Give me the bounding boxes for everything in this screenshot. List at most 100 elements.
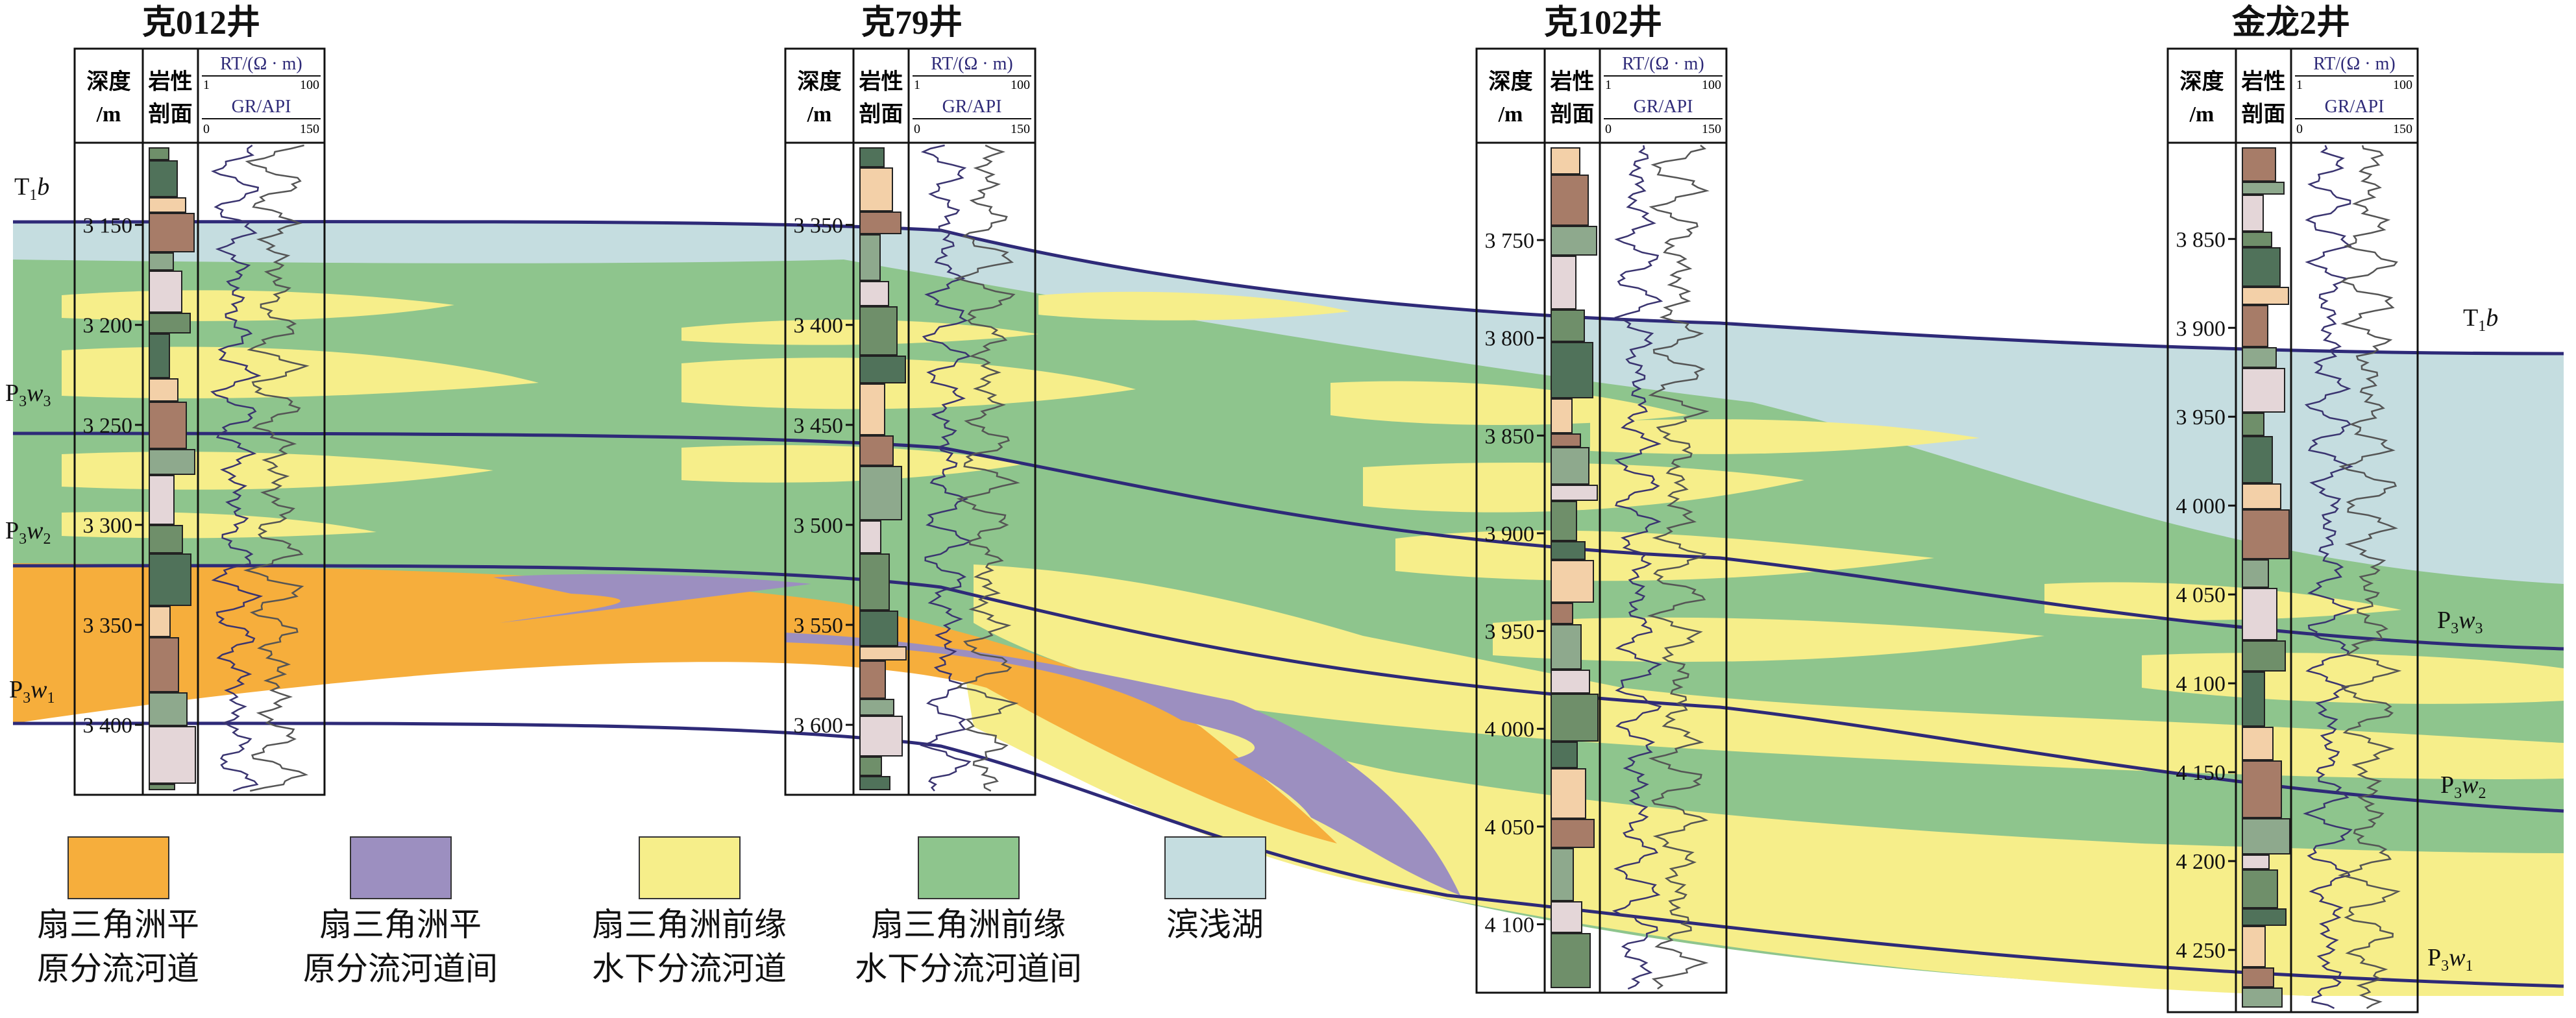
legend-label-line1: 扇三角洲平: [319, 906, 482, 943]
boundary-line-T1b: [12, 220, 2564, 356]
lithology-bed: [1551, 342, 1593, 398]
gr-scale-max: 150: [300, 122, 319, 136]
well-header-box: [1475, 47, 1728, 144]
depth-tick-label: 4 100: [2176, 672, 2226, 696]
lithology-bed: [2242, 559, 2269, 588]
lithology-bed: [859, 306, 898, 356]
header-litho-label-2: 剖面: [1551, 102, 1595, 127]
well-title: 克79井: [861, 5, 963, 42]
boundary-line-P3w2: [12, 564, 2564, 813]
gr-log-curve: [1612, 145, 1663, 990]
header-rt-label: RT/(Ω · m): [1622, 54, 1704, 74]
lithology-bed: [149, 197, 186, 213]
lithology-bed: [859, 435, 894, 466]
legend-label-line1: 扇三角洲前缘: [592, 906, 787, 943]
lithology-bed: [2242, 588, 2277, 640]
boundary-label-P3w3-right: P3w3: [2437, 607, 2483, 637]
log-column: [2290, 47, 2419, 1013]
rt-scale-max: 100: [1702, 78, 1721, 92]
depth-tick-label: 4 000: [1485, 718, 1535, 742]
rt-scale-max: 100: [300, 78, 319, 92]
lithology-bed: [149, 637, 179, 692]
lithology-bed: [1551, 447, 1589, 485]
lithology-bed: [2242, 640, 2286, 672]
depth-tick-label: 3 950: [1485, 620, 1535, 644]
depth-tick-label: 4 050: [2176, 583, 2226, 607]
legend-label-line1: 扇三角洲平: [37, 906, 199, 943]
boundary-label-P3w2-left: P3w2: [5, 517, 51, 548]
boundary-line-P3w3: [12, 431, 2564, 651]
lithology-bed: [1551, 670, 1590, 694]
lithology-bed: [2242, 287, 2289, 305]
log-column: [1599, 47, 1728, 994]
facies-purple-inter: [493, 574, 1460, 895]
depth-tick-label: 3 850: [1485, 424, 1535, 448]
header-litho-label-2: 剖面: [149, 102, 193, 127]
legend-swatch: [1164, 836, 1266, 899]
legend-swatch: [67, 836, 169, 899]
lithology-bed: [859, 660, 886, 699]
lithology-bed: [2242, 760, 2282, 818]
depth-tick-label: 3 400: [794, 314, 844, 338]
legend-swatch: [350, 836, 452, 899]
header-rt-label: RT/(Ω · m): [220, 54, 302, 74]
rt-log-curve: [953, 144, 1020, 792]
gr-scale-min: 0: [2296, 122, 2303, 136]
well-title: 金龙2井: [2231, 4, 2350, 42]
rt-scale-min: 1: [203, 78, 210, 92]
lithology-bed: [149, 333, 170, 378]
header-rt-label: RT/(Ω · m): [931, 54, 1012, 74]
depth-tick-label: 3 850: [2176, 228, 2226, 252]
boundary-label-T1b-left: T1b: [14, 173, 49, 204]
depth-tick-label: 3 550: [794, 614, 844, 638]
gr-scale-min: 0: [203, 122, 210, 136]
lithology-bed: [2242, 232, 2272, 247]
lithology-bed: [1551, 819, 1595, 848]
lithology-bed: [2242, 347, 2277, 368]
header-rt-label: RT/(Ω · m): [2313, 54, 2395, 74]
lithology-bed: [859, 356, 906, 383]
header-depth-label: 深度: [1489, 69, 1533, 94]
header-depth-label: 深度: [2180, 69, 2224, 94]
lithology-bed: [2242, 818, 2290, 854]
lithology-bed: [2242, 147, 2276, 182]
header-depth-unit: /m: [807, 103, 832, 127]
lithology-bed: [149, 402, 187, 449]
gr-scale-max: 150: [1011, 122, 1030, 136]
gr-scale-min: 0: [914, 122, 920, 136]
lithology-bed: [149, 313, 191, 333]
depth-tick-label: 3 350: [83, 614, 133, 638]
lithology-bed: [149, 726, 196, 784]
lithology-bed: [1551, 501, 1577, 541]
lithology-bed: [1551, 742, 1578, 768]
lithology-bed: [1551, 933, 1591, 988]
lithology-bed: [1551, 541, 1586, 560]
boundary-line-P3w1: [12, 721, 2564, 988]
lithology-bed: [1551, 848, 1574, 901]
rt-log-curve: [1647, 145, 1710, 990]
depth-tick-label: 4 150: [2176, 761, 2226, 785]
depth-tick-label: 3 250: [83, 414, 133, 438]
lithology-bed: [1551, 433, 1581, 447]
lithology-bed: [2242, 413, 2264, 436]
legend: 扇三角洲平原分流河道扇三角洲平原分流河道间扇三角洲前缘水下分流河道扇三角洲前缘水…: [37, 836, 1266, 987]
lithology-bed: [2242, 926, 2266, 967]
lithology-bed: [2242, 869, 2278, 908]
lithology-bed: [859, 646, 907, 660]
lithology-bed: [1551, 624, 1582, 670]
gr-log-curve: [920, 144, 973, 792]
legend-swatch: [639, 836, 741, 899]
rt-scale-min: 1: [1605, 78, 1612, 92]
header-gr-label: GR/API: [2325, 97, 2385, 117]
depth-tick-label: 3 900: [1485, 522, 1535, 546]
lithology-bed: [859, 167, 893, 212]
depth-tick-label: 3 900: [2176, 317, 2226, 341]
depth-tick-label: 3 800: [1485, 327, 1535, 351]
depth-tick-label: 3 300: [83, 514, 133, 538]
log-column: [197, 47, 326, 796]
lithology-bed: [149, 252, 174, 271]
